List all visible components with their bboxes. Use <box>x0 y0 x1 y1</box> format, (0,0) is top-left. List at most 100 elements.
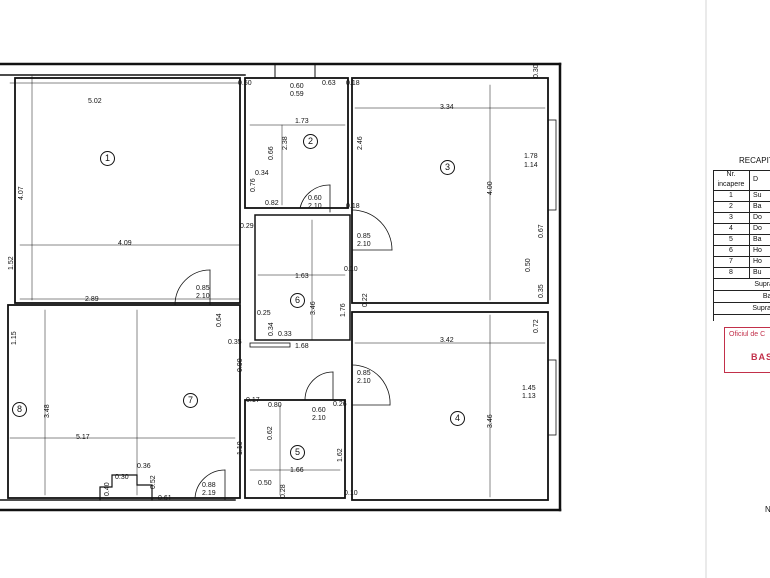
dim-label: 0.82 <box>265 200 279 207</box>
dim-label: 1.10 <box>237 441 244 455</box>
table-header-row: Nr.incapere D <box>713 170 770 191</box>
dim-label: 1.76 <box>340 303 347 317</box>
dim-label: 3.42 <box>440 337 454 344</box>
dim-label: 0.30 <box>115 474 129 481</box>
dim-label: 1.63 <box>295 273 309 280</box>
room-number-7: 7 <box>183 393 198 408</box>
recap-table-title: RECAPIT <box>739 156 770 165</box>
dim-label: 0.60 <box>308 195 322 202</box>
dim-label: 4.07 <box>18 186 25 200</box>
dim-label: 2.10 <box>308 203 322 210</box>
dim-label: 0.76 <box>250 178 257 192</box>
dim-label: 0.50 <box>258 480 272 487</box>
stamp-text: BAS <box>751 352 770 362</box>
dim-label: 0.62 <box>267 426 274 440</box>
dim-label: 0.85 <box>357 370 371 377</box>
dim-label: 5.02 <box>88 98 102 105</box>
dim-label: 4.09 <box>118 240 132 247</box>
dim-label: 0.61 <box>158 495 172 502</box>
dim-label: 2.38 <box>282 136 289 150</box>
dim-label: 1.45 <box>522 385 536 392</box>
room-number-5: 5 <box>290 445 305 460</box>
dim-label: 0.40 <box>104 482 111 496</box>
dim-label: 1.73 <box>295 118 309 125</box>
dim-label: 0.80 <box>268 402 282 409</box>
room-number-6: 6 <box>290 293 305 308</box>
dim-label: 1.66 <box>290 467 304 474</box>
dim-label: 0.34 <box>255 170 269 177</box>
dim-label: 3.46 <box>487 414 494 428</box>
room-number-2: 2 <box>303 134 318 149</box>
dim-label: 3.48 <box>44 404 51 418</box>
dim-label: 0.22 <box>362 293 369 307</box>
dim-label: 2.46 <box>357 136 364 150</box>
dim-label: 1.15 <box>11 331 18 345</box>
dim-label: 0.35 <box>538 284 545 298</box>
dim-label: 3.34 <box>440 104 454 111</box>
table-header-nr: Nr.incapere <box>713 170 750 190</box>
table-header-d: D <box>753 176 759 183</box>
dim-label: 0.85 <box>196 285 210 292</box>
room-5-walls <box>244 399 346 499</box>
edge-letter: N <box>765 505 770 514</box>
dim-label: 0.10 <box>344 490 358 497</box>
dim-label: 0.33 <box>278 331 292 338</box>
dim-label: 4.00 <box>487 181 494 195</box>
dim-label: 2.10 <box>357 378 371 385</box>
dim-label: 5.17 <box>76 434 90 441</box>
dim-label: 2.89 <box>85 296 99 303</box>
dim-label: 2.10 <box>312 415 326 422</box>
dim-label: 1.68 <box>295 343 309 350</box>
dim-label: 0.18 <box>346 80 360 87</box>
dim-label: 0.34 <box>268 322 275 336</box>
stamp-text: Oficiul de C <box>729 331 766 338</box>
dim-label: 0.85 <box>357 233 371 240</box>
dim-label: 1.14 <box>524 162 538 169</box>
dim-label: 0.18 <box>346 203 360 210</box>
dim-label: 1.78 <box>524 153 538 160</box>
dim-label: 2.10 <box>357 241 371 248</box>
room-number-3: 3 <box>440 160 455 175</box>
dim-label: 0.17 <box>246 397 260 404</box>
dim-label: 1.62 <box>337 448 344 462</box>
dim-label: 0.66 <box>268 146 275 160</box>
dim-label: 0.30 <box>533 64 540 78</box>
room-number-4: 4 <box>450 411 465 426</box>
dim-label: 1.13 <box>522 393 536 400</box>
dim-label: 0.67 <box>538 224 545 238</box>
official-stamp: Oficiul de C BAS <box>724 327 770 373</box>
room-6-walls <box>254 214 351 341</box>
dim-label: 0.35 <box>228 339 242 346</box>
room-number-1: 1 <box>100 151 115 166</box>
dim-label: 0.60 <box>312 407 326 414</box>
dim-label: 0.72 <box>533 319 540 333</box>
dim-label: 0.29 <box>240 223 254 230</box>
dim-label: 0.64 <box>216 313 223 327</box>
dim-label: 0.59 <box>290 91 304 98</box>
dim-label: 2.19 <box>202 490 216 497</box>
dim-label: 1.52 <box>8 256 15 270</box>
room-7-walls <box>7 304 241 499</box>
dim-label: 0.28 <box>280 484 287 498</box>
dim-label: 0.52 <box>150 475 157 489</box>
room-1-walls <box>14 77 241 304</box>
table-sum-row: Supraf <box>713 304 770 315</box>
dim-label: 0.50 <box>238 80 252 87</box>
dim-label: 0.36 <box>137 463 151 470</box>
dim-label: 3.46 <box>310 301 317 315</box>
table-sum-row: Bal <box>713 292 770 303</box>
dim-label: 0.60 <box>290 83 304 90</box>
dim-label: 0.25 <box>257 310 271 317</box>
dim-label: 0.88 <box>202 482 216 489</box>
table-sum-row: Supra <box>713 280 770 291</box>
room-number-8: 8 <box>12 402 27 417</box>
